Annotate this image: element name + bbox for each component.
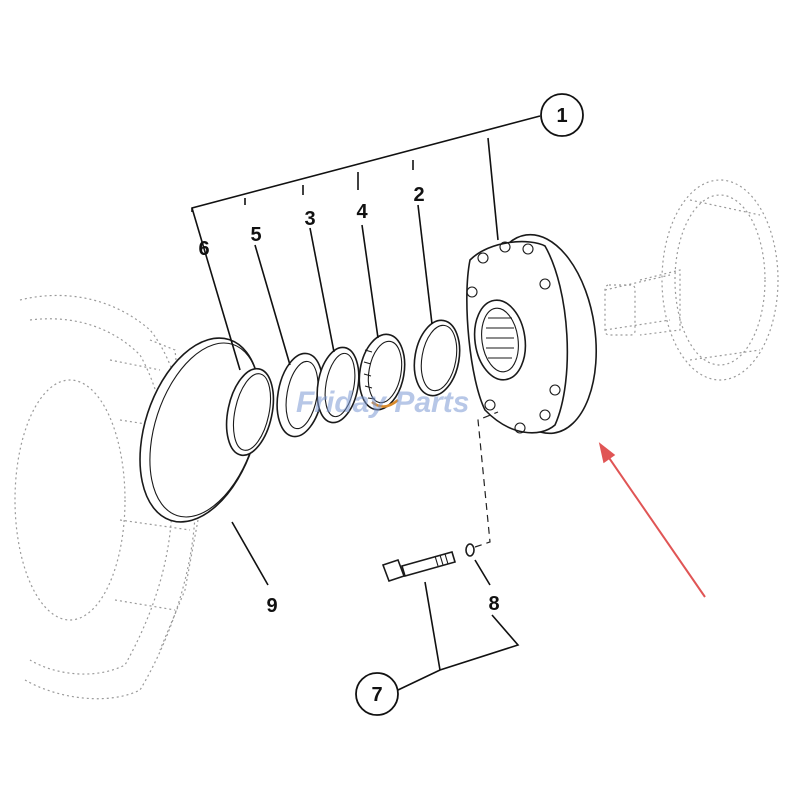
install-path-line — [474, 411, 499, 548]
watermark-logo: Friday Parts — [296, 386, 469, 419]
part-2-o-ring — [413, 319, 461, 397]
callout-circle-1: 1 — [540, 93, 584, 137]
callout-5-label: 5 — [250, 224, 261, 246]
callout-2-label: 2 — [413, 184, 424, 206]
callout-9-label: 9 — [266, 595, 277, 617]
part-4-needle-bearing — [358, 333, 406, 411]
callout-4-label: 4 — [356, 201, 368, 223]
callout-circle-7: 7 — [355, 672, 399, 716]
leader-lines — [191, 115, 541, 691]
callout-6-label: 6 — [198, 238, 209, 260]
part-1-pump-housing — [466, 233, 598, 435]
part-7-bolt — [381, 551, 457, 583]
part-3-seal-ring — [316, 346, 360, 424]
part-6-snap-ring — [225, 367, 275, 457]
callout-8-label: 8 — [488, 593, 499, 615]
callout-7-label: 7 — [371, 684, 382, 706]
callout-1-label: 1 — [556, 105, 567, 127]
input-shaft-assembly — [604, 179, 779, 381]
red-arrow-indicator — [598, 442, 706, 598]
transmission-housing — [14, 294, 199, 700]
part-8-washer — [465, 543, 475, 557]
callout-3-label: 3 — [304, 208, 315, 230]
